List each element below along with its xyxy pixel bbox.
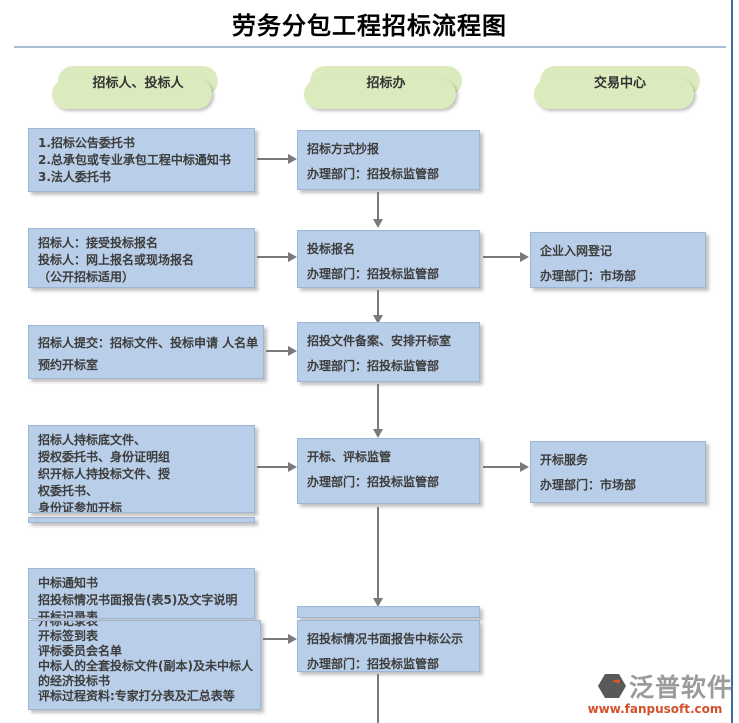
arrow-down-icon [373, 507, 383, 607]
box-line: 开标服务 [540, 453, 589, 467]
box-line: 开标签到表 [38, 629, 99, 643]
box-line: 评标委员会名单 [38, 644, 123, 658]
box-line: 开标记录表 [38, 610, 99, 619]
box-line: 办理部门：招投标监管部 [307, 475, 440, 489]
box-line: 权委托书、 [38, 484, 99, 498]
box-row5-middle-award-publicity: 招投标情况书面报告中标公示办理部门：招投标监管部 [297, 620, 480, 672]
column-header-label: 招标人、投标人 [92, 75, 184, 91]
vendor-website-link[interactable]: www.fanpusoft.com [587, 702, 723, 716]
title-divider [14, 46, 726, 48]
box-row4-left-open-bid-materials: 招标人持标底文件、授权委托书、身份证明组织开标人持投标文件、授权委托书、身份证参… [28, 425, 255, 513]
box-line: 办理部门：招投标监管部 [307, 657, 440, 671]
box-line: （公开招标适用） [38, 270, 135, 284]
connector-line-down [377, 674, 379, 723]
box-line: 办理部门：市场部 [540, 478, 637, 492]
box-row4-left-overlap-strip [28, 517, 255, 523]
arrow-right-icon [483, 252, 529, 262]
box-line: 2.总承包或专业承包工程中标通知书 [38, 153, 231, 167]
page-right-border [731, 0, 733, 723]
box-line: 招标方式抄报 [307, 142, 380, 156]
arrow-down-icon [373, 384, 383, 438]
box-line: 中标人的全套投标文件(副本)及未中标人 [38, 659, 253, 673]
arrow-right-icon [266, 346, 297, 356]
box-row5-left-award-materials: 开标记录表开标签到表评标委员会名单中标人的全套投标文件(副本)及未中标人的经济投… [28, 620, 261, 710]
box-row5-middle-overlap-strip [297, 606, 480, 618]
box-line: 1.招标公告委托书 [38, 136, 135, 150]
arrow-right-icon [257, 252, 297, 262]
column-header-bidders: 招标人、投标人 [52, 66, 218, 109]
box-line: 招投标情况书面报告(表5)及文字说明 [38, 593, 238, 607]
arrow-right-icon [263, 634, 297, 644]
box-row3-middle-file-record: 招投文件备案、安排开标室办理部门：招投标监管部 [297, 322, 480, 382]
arrow-right-icon [257, 462, 297, 472]
vendor-brand-name: 泛普软件 [628, 673, 733, 702]
box-line: 预约开标室 [38, 358, 99, 372]
box-line: 织开标人持投标文件、授 [38, 467, 171, 481]
box-line: 招投文件备案、安排开标室 [307, 334, 452, 348]
box-row4-right-open-bid-service: 开标服务办理部门：市场部 [530, 441, 706, 503]
box-row2-right-network-registration: 企业入网登记办理部门：市场部 [530, 232, 706, 288]
box-line: 招标人：接受投标报名 [38, 236, 159, 250]
box-line: 3.法人委托书 [38, 170, 111, 184]
arrow-down-icon [373, 290, 383, 324]
box-line: 招标人持标底文件、 [38, 433, 147, 447]
box-line: 身份证参加开标 [38, 501, 123, 513]
box-line: 办理部门：招投标监管部 [307, 167, 440, 181]
box-line: 招投标情况书面报告中标公示 [307, 632, 464, 646]
box-line: 投标人：网上报名或现场报名 [38, 253, 195, 267]
column-header-trade-center: 交易中心 [534, 66, 700, 109]
box-line: 办理部门：市场部 [540, 269, 637, 283]
box-line: 办理部门：招投标监管部 [307, 267, 440, 281]
box-row3-left-submit-documents: 招标人提交：招标文件、投标申请 人名单预约开标室 [28, 325, 264, 379]
box-line: 开标记录表 [38, 620, 99, 628]
page-title: 劳务分包工程招标流程图 [232, 12, 507, 40]
box-row1-middle-bid-method-report: 招标方式抄报办理部门：招投标监管部 [297, 130, 480, 190]
box-line: 的经济投标书 [38, 674, 111, 688]
box-row5-left-award-report: 中标通知书招投标情况书面报告(表5)及文字说明开标记录表 [28, 568, 255, 619]
box-row1-left-materials: 1.招标公告委托书 2.总承包或专业承包工程中标通知书 3.法人委托书 [28, 128, 255, 192]
column-header-label: 招标办 [366, 75, 406, 91]
box-line: 中标通知书 [38, 576, 99, 590]
box-row2-left-registration: 招标人：接受投标报名投标人：网上报名或现场报名 （公开招标适用） [28, 228, 255, 288]
arrow-down-icon [373, 192, 383, 228]
column-header-label: 交易中心 [593, 75, 646, 91]
vendor-logo: 泛普软件 www.fanpusoft.com [577, 668, 733, 716]
box-line: 招标人提交：招标文件、投标申请 人名单 [38, 336, 259, 350]
box-row2-middle-bid-signup: 投标报名办理部门：招投标监管部 [297, 230, 480, 288]
box-line: 授权委托书、身份证明组 [38, 450, 171, 464]
box-line: 评标过程资料:专家打分表及汇总表等 [38, 689, 235, 703]
box-line: 办理部门：招投标监管部 [307, 359, 440, 373]
box-row4-middle-open-evaluate-supervision: 开标、评标监管办理部门：招投标监管部 [297, 438, 480, 504]
fanpu-logo-icon [597, 674, 626, 698]
box-line: 企业入网登记 [540, 244, 613, 258]
box-line: 投标报名 [307, 242, 356, 256]
arrow-right-icon [257, 154, 297, 164]
column-header-bid-office: 招标办 [304, 66, 462, 109]
arrow-right-icon [483, 462, 529, 472]
box-line: 开标、评标监管 [307, 450, 392, 464]
